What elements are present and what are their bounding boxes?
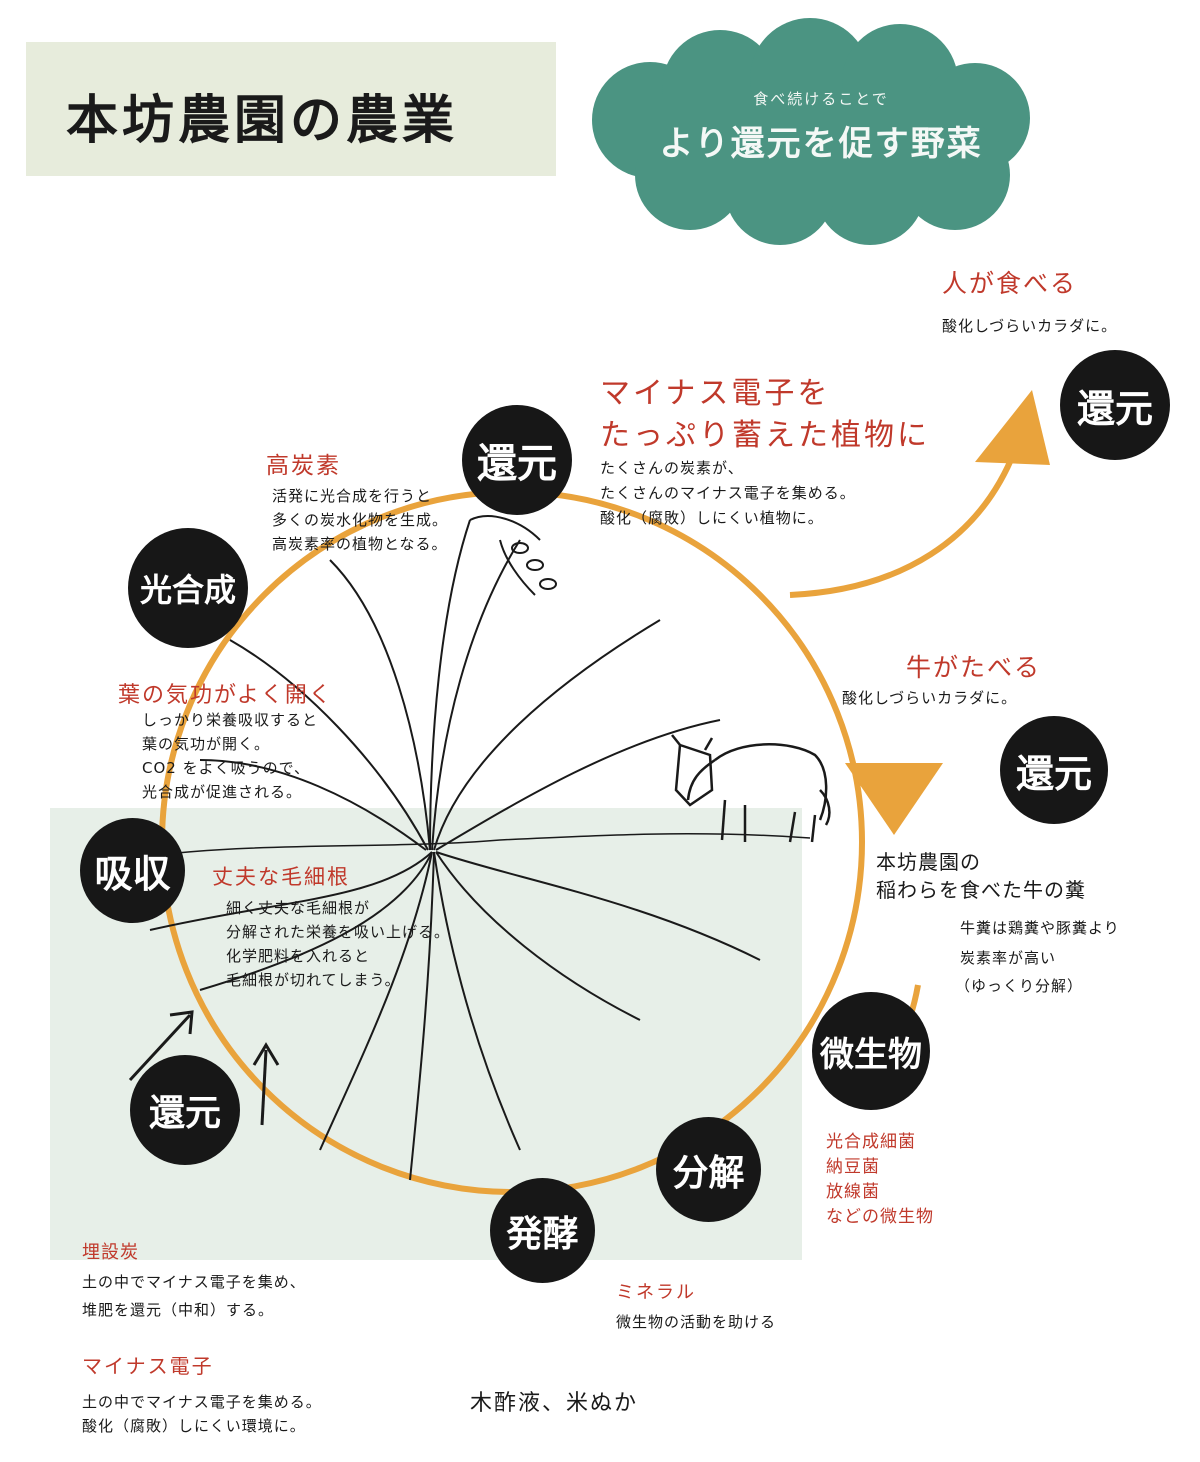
roots-line4: 毛細根が切れてしまう。	[226, 971, 401, 989]
node-photosynthesis: 光合成	[128, 528, 248, 648]
microbe-list-line2: 納豆菌	[826, 1157, 880, 1177]
stomata-line1: しっかり栄養吸収すると	[142, 711, 319, 729]
roots-line1: 細く丈夫な毛細根が	[226, 899, 371, 917]
absorb-arrows	[128, 1010, 280, 1126]
cycle-ring	[159, 489, 865, 1195]
microbe-list-line3: 放線菌	[826, 1182, 880, 1202]
node-absorb: 吸収	[80, 818, 185, 923]
manure-line3: （ゆっくり分解）	[955, 977, 1084, 995]
node-reduce-human: 還元	[1060, 350, 1170, 460]
node-reduce-cow: 還元	[1000, 716, 1108, 824]
manure-line2: 炭素率が高い	[960, 949, 1057, 967]
roots-line2: 分解された栄養を吸い上げる。	[226, 923, 451, 941]
microbe-list-line4: などの微生物	[826, 1207, 934, 1227]
node-reduce-bottom: 還元	[130, 1055, 240, 1165]
high-carbon-heading: 高炭素	[266, 453, 341, 479]
node-reduce-top: 還元	[462, 405, 572, 515]
stomata-heading: 葉の気功がよく開く	[118, 683, 333, 708]
stomata-line2: 葉の気功が開く。	[142, 735, 271, 753]
high-carbon-line3: 高炭素率の植物となる。	[272, 535, 448, 553]
roots-line3: 化学肥料を入れると	[226, 947, 371, 965]
cow-eat-body: 酸化しづらいカラダに。	[842, 689, 1018, 707]
manure-heading-line1: 本坊農園の	[876, 850, 981, 874]
plant-heading-line2: たっぷり蓄えた植物に	[600, 418, 930, 453]
human-eat-heading: 人が食べる	[942, 269, 1078, 298]
minus-electron-line2: 酸化（腐敗）しにくい環境に。	[82, 1417, 306, 1435]
plant-line1: たくさんの炭素が、	[600, 459, 744, 477]
arrow-down-icon	[845, 763, 943, 835]
buried-charcoal-line1: 土の中でマイナス電子を集め、	[82, 1273, 306, 1291]
minus-electron-line1: 土の中でマイナス電子を集める。	[82, 1393, 322, 1411]
cow-eat-heading: 牛がたべる	[906, 653, 1042, 682]
manure-line1: 牛糞は鶏糞や豚糞より	[960, 919, 1120, 937]
plant-line3: 酸化（腐敗）しにくい植物に。	[600, 509, 824, 527]
wood-vinegar-label: 木酢液、米ぬか	[470, 1391, 639, 1416]
mineral-heading: ミネラル	[616, 1282, 696, 1303]
rice-plant-illustration	[149, 515, 761, 1181]
high-carbon-line1: 活発に光合成を行うと	[272, 487, 433, 505]
cloud-subtitle: 食べ続けることで	[753, 90, 889, 108]
mineral-body: 微生物の活動を助ける	[616, 1313, 777, 1331]
node-decompose: 分解	[656, 1117, 761, 1222]
roots-heading: 丈夫な毛細根	[212, 865, 350, 889]
ground-line	[119, 833, 811, 861]
buried-charcoal-heading: 埋設炭	[82, 1242, 139, 1263]
human-eat-body: 酸化しづらいカラダに。	[942, 317, 1118, 335]
plant-heading-line1: マイナス電子を	[600, 376, 831, 411]
cloud-headline: より還元を促す野菜	[659, 124, 983, 164]
node-ferment: 発酵	[490, 1178, 595, 1283]
page-title: 本坊農園の農業	[66, 91, 459, 151]
buried-charcoal-line2: 堆肥を還元（中和）する。	[82, 1301, 275, 1319]
title-box	[26, 42, 556, 176]
node-microbes: 微生物	[812, 992, 930, 1110]
cow-illustration	[671, 734, 831, 843]
cloud-shape	[592, 18, 1030, 245]
high-carbon-line2: 多くの炭水化物を生成。	[272, 511, 449, 529]
stomata-line3: CO2 をよく吸うので、	[142, 759, 310, 777]
human-branch-line	[789, 448, 1018, 598]
minus-electron-heading: マイナス電子	[82, 1354, 214, 1378]
plant-line2: たくさんのマイナス電子を集める。	[600, 484, 856, 502]
manure-heading-line2: 稲わらを食べた牛の糞	[876, 878, 1086, 902]
microbe-list-line1: 光合成細菌	[826, 1132, 916, 1152]
stomata-line4: 光合成が促進される。	[142, 783, 303, 801]
arrow-up-right-icon	[975, 390, 1050, 465]
